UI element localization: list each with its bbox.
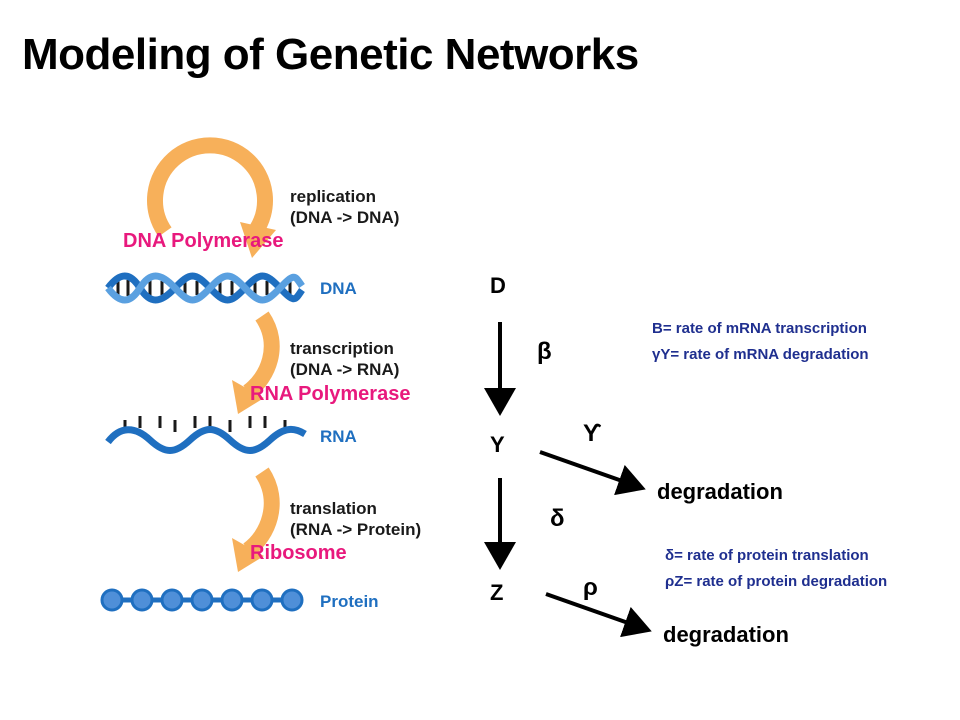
node-d: D xyxy=(490,273,506,298)
protein-degradation-note: ρZ= rate of protein degradation xyxy=(665,573,888,590)
degradation-label-2: degradation xyxy=(663,622,789,647)
beta-symbol: β xyxy=(537,338,552,365)
ribosome-label: Ribosome xyxy=(250,542,347,564)
rna-polymerase-label: RNA Polymerase xyxy=(250,383,411,405)
protein-chain xyxy=(100,588,304,612)
rho-symbol: ρ xyxy=(583,574,598,601)
rna-strand xyxy=(105,416,307,454)
translation-arrow xyxy=(232,467,280,572)
replication-detail: (DNA -> DNA) xyxy=(290,208,400,227)
dna-label: DNA xyxy=(320,279,357,298)
arrow-z-degradation xyxy=(545,592,652,638)
protein-label: Protein xyxy=(320,592,379,611)
mrna-degradation-note: γY= rate of mRNA degradation xyxy=(652,346,869,363)
replication-label: replication xyxy=(290,187,376,206)
dna-helix xyxy=(105,272,305,304)
degradation-label-1: degradation xyxy=(657,479,783,504)
protein-translation-note: δ= rate of protein translation xyxy=(665,547,869,564)
dna-polymerase-label: DNA Polymerase xyxy=(123,230,284,252)
node-z: Z xyxy=(490,580,504,605)
transcription-arrow xyxy=(232,311,280,414)
mrna-transcription-note: B= rate of mRNA transcription xyxy=(652,320,867,337)
replication-cycle-arrow xyxy=(147,137,276,258)
transcription-detail: (DNA -> RNA) xyxy=(290,360,400,379)
translation-label: translation xyxy=(290,499,377,518)
node-y: Y xyxy=(490,432,505,457)
page-title: Modeling of Genetic Networks xyxy=(22,30,639,79)
gamma-symbol: ϒ xyxy=(583,420,602,447)
rna-label: RNA xyxy=(320,427,357,446)
delta-symbol: δ xyxy=(550,505,565,532)
transcription-label: transcription xyxy=(290,339,394,358)
translation-detail: (RNA -> Protein) xyxy=(290,520,422,539)
arrow-y-degradation xyxy=(539,450,646,496)
